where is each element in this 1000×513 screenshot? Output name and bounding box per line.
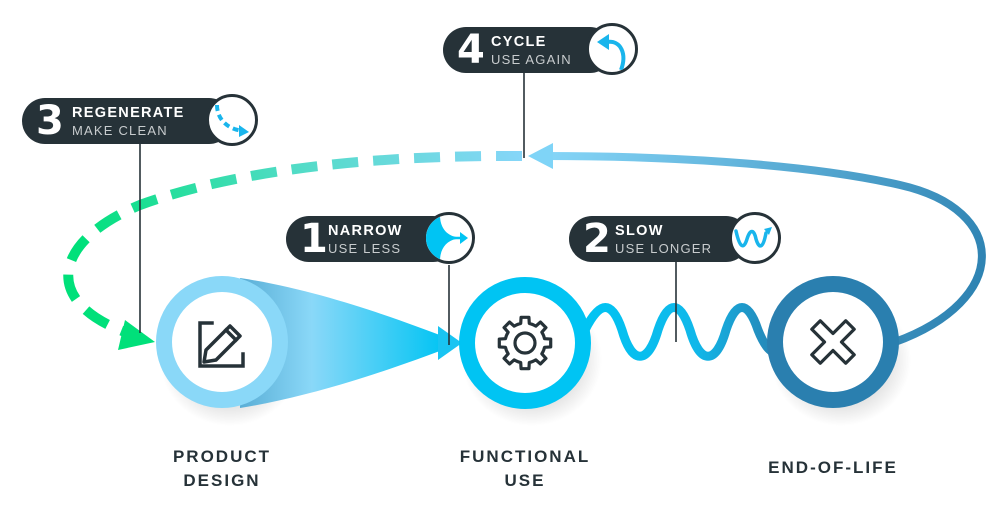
step-regenerate: 3 REGENERATE MAKE CLEAN [22,98,232,144]
step-title: REGENERATE [72,105,185,121]
stage-label-end-of-life: END-OF-LIFE [733,456,933,480]
stage-product-design [156,276,288,408]
step-subtitle: USE LESS [328,241,402,256]
cycle-return-arrow [541,152,986,346]
slow-wave [580,303,790,361]
stage-label-functional-use: FUNCTIONAL USE [430,445,620,493]
step-title: SLOW [615,223,664,239]
step-number: 3 [36,98,64,144]
step-subtitle: USE AGAIN [491,52,572,67]
regenerate-dashed-arrow [63,150,523,337]
step-number: 1 [300,216,328,262]
stage-label-line1: END-OF-LIFE [768,458,898,477]
stage-label-product-design: PRODUCT DESIGN [142,445,302,493]
dashed-arrow-icon [206,94,258,146]
step-slow: 2 SLOW USE LONGER [569,216,749,262]
step-number: 4 [457,27,485,73]
cycle-arrowhead [528,143,553,169]
stage-label-line1: PRODUCT [172,447,272,466]
step-title: NARROW [328,223,403,239]
converging-arrow-icon [423,212,475,264]
step-subtitle: MAKE CLEAN [72,123,168,138]
gear-icon [497,315,553,371]
wave-arrow-icon [729,212,781,264]
step-title: CYCLE [491,34,547,50]
edit-icon [198,321,245,368]
stage-end-of-life [767,276,899,408]
stage-label-line2: DESIGN [183,471,261,490]
regenerate-arrowhead [118,320,155,350]
step-cycle: 4 CYCLE USE AGAIN [443,27,613,73]
close-icon [810,319,856,365]
stage-functional-use [459,277,591,409]
narrow-cone [240,278,445,408]
stage-label-line2: USE [504,471,546,490]
step-subtitle: USE LONGER [615,241,713,256]
stage-label-line1: FUNCTIONAL [459,447,591,466]
step-number: 2 [583,216,611,262]
narrow-arrowhead [438,326,462,360]
loop-back-arrow-icon [586,23,638,75]
